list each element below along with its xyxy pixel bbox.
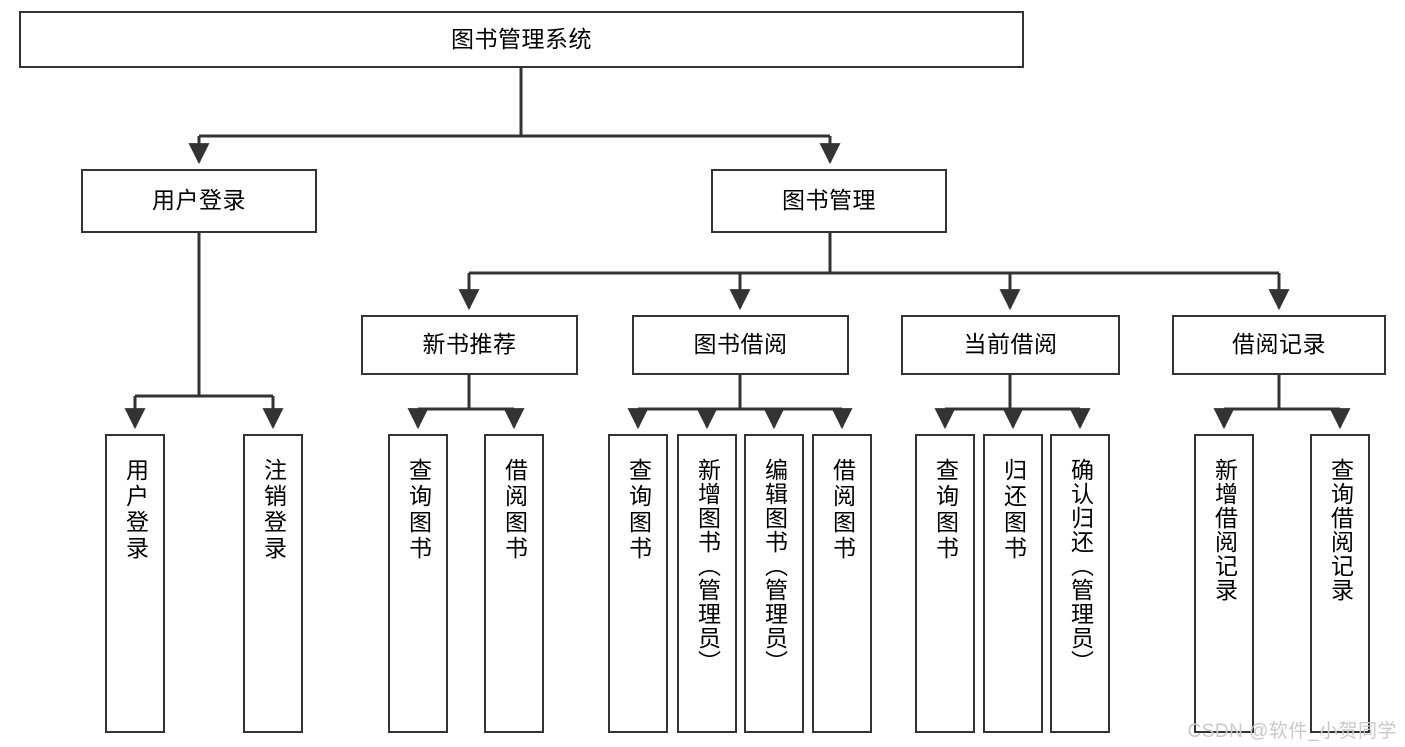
node-leaf-query-book-2[interactable]: 查询图书 <box>608 434 668 733</box>
node-label-leaf-user-logout: 注销登录 <box>260 458 287 562</box>
node-label-leaf-borrow-book-2: 借阅图书 <box>829 458 856 562</box>
node-label-leaf-return-book: 归还图书 <box>1000 458 1027 562</box>
node-book-manage[interactable]: 图书管理 <box>711 169 947 233</box>
node-leaf-add-record[interactable]: 新增借阅记录 <box>1194 434 1254 733</box>
node-label-borrow-record: 借阅记录 <box>1232 331 1326 358</box>
node-current-borrow[interactable]: 当前借阅 <box>901 315 1120 375</box>
node-label-book-borrow: 图书借阅 <box>693 331 788 358</box>
node-label-leaf-add-book: 新增图书（管理员） <box>694 458 721 674</box>
node-leaf-query-record[interactable]: 查询借阅记录 <box>1310 434 1370 733</box>
node-label-leaf-add-record: 新增借阅记录 <box>1211 458 1238 602</box>
watermark: CSDN @软件_小贺同学 <box>1187 721 1397 742</box>
node-label-book-manage: 图书管理 <box>782 187 876 214</box>
node-leaf-edit-book[interactable]: 编辑图书（管理员） <box>744 434 804 733</box>
node-label-root: 图书管理系统 <box>451 25 592 52</box>
node-label-new-book-rec: 新书推荐 <box>422 331 517 358</box>
node-leaf-borrow-book-2[interactable]: 借阅图书 <box>812 434 872 733</box>
node-leaf-query-book-3[interactable]: 查询图书 <box>915 434 975 733</box>
node-leaf-user-logout[interactable]: 注销登录 <box>243 434 303 733</box>
node-leaf-add-book[interactable]: 新增图书（管理员） <box>677 434 737 733</box>
node-leaf-user-login[interactable]: 用户登录 <box>105 434 165 733</box>
node-leaf-query-book-1[interactable]: 查询图书 <box>388 434 448 733</box>
node-user-login[interactable]: 用户登录 <box>81 169 317 233</box>
node-label-user-login: 用户登录 <box>152 187 246 214</box>
node-leaf-borrow-book-1[interactable]: 借阅图书 <box>484 434 544 733</box>
node-label-leaf-query-book-1: 查询图书 <box>405 458 432 562</box>
node-label-leaf-edit-book: 编辑图书（管理员） <box>761 458 788 674</box>
node-borrow-record[interactable]: 借阅记录 <box>1172 315 1386 375</box>
node-label-leaf-borrow-book-1: 借阅图书 <box>501 458 528 562</box>
node-root[interactable]: 图书管理系统 <box>19 11 1024 68</box>
node-leaf-return-book[interactable]: 归还图书 <box>983 434 1043 733</box>
node-label-leaf-query-record: 查询借阅记录 <box>1327 458 1354 602</box>
node-leaf-confirm-return[interactable]: 确认归还（管理员） <box>1050 434 1110 733</box>
node-book-borrow[interactable]: 图书借阅 <box>632 315 849 375</box>
node-label-leaf-user-login: 用户登录 <box>122 458 149 562</box>
node-label-leaf-confirm-return: 确认归还（管理员） <box>1067 458 1094 674</box>
node-label-current-borrow: 当前借阅 <box>963 331 1058 358</box>
node-new-book-rec[interactable]: 新书推荐 <box>361 315 578 375</box>
node-label-leaf-query-book-2: 查询图书 <box>625 458 652 562</box>
node-label-leaf-query-book-3: 查询图书 <box>932 458 959 562</box>
